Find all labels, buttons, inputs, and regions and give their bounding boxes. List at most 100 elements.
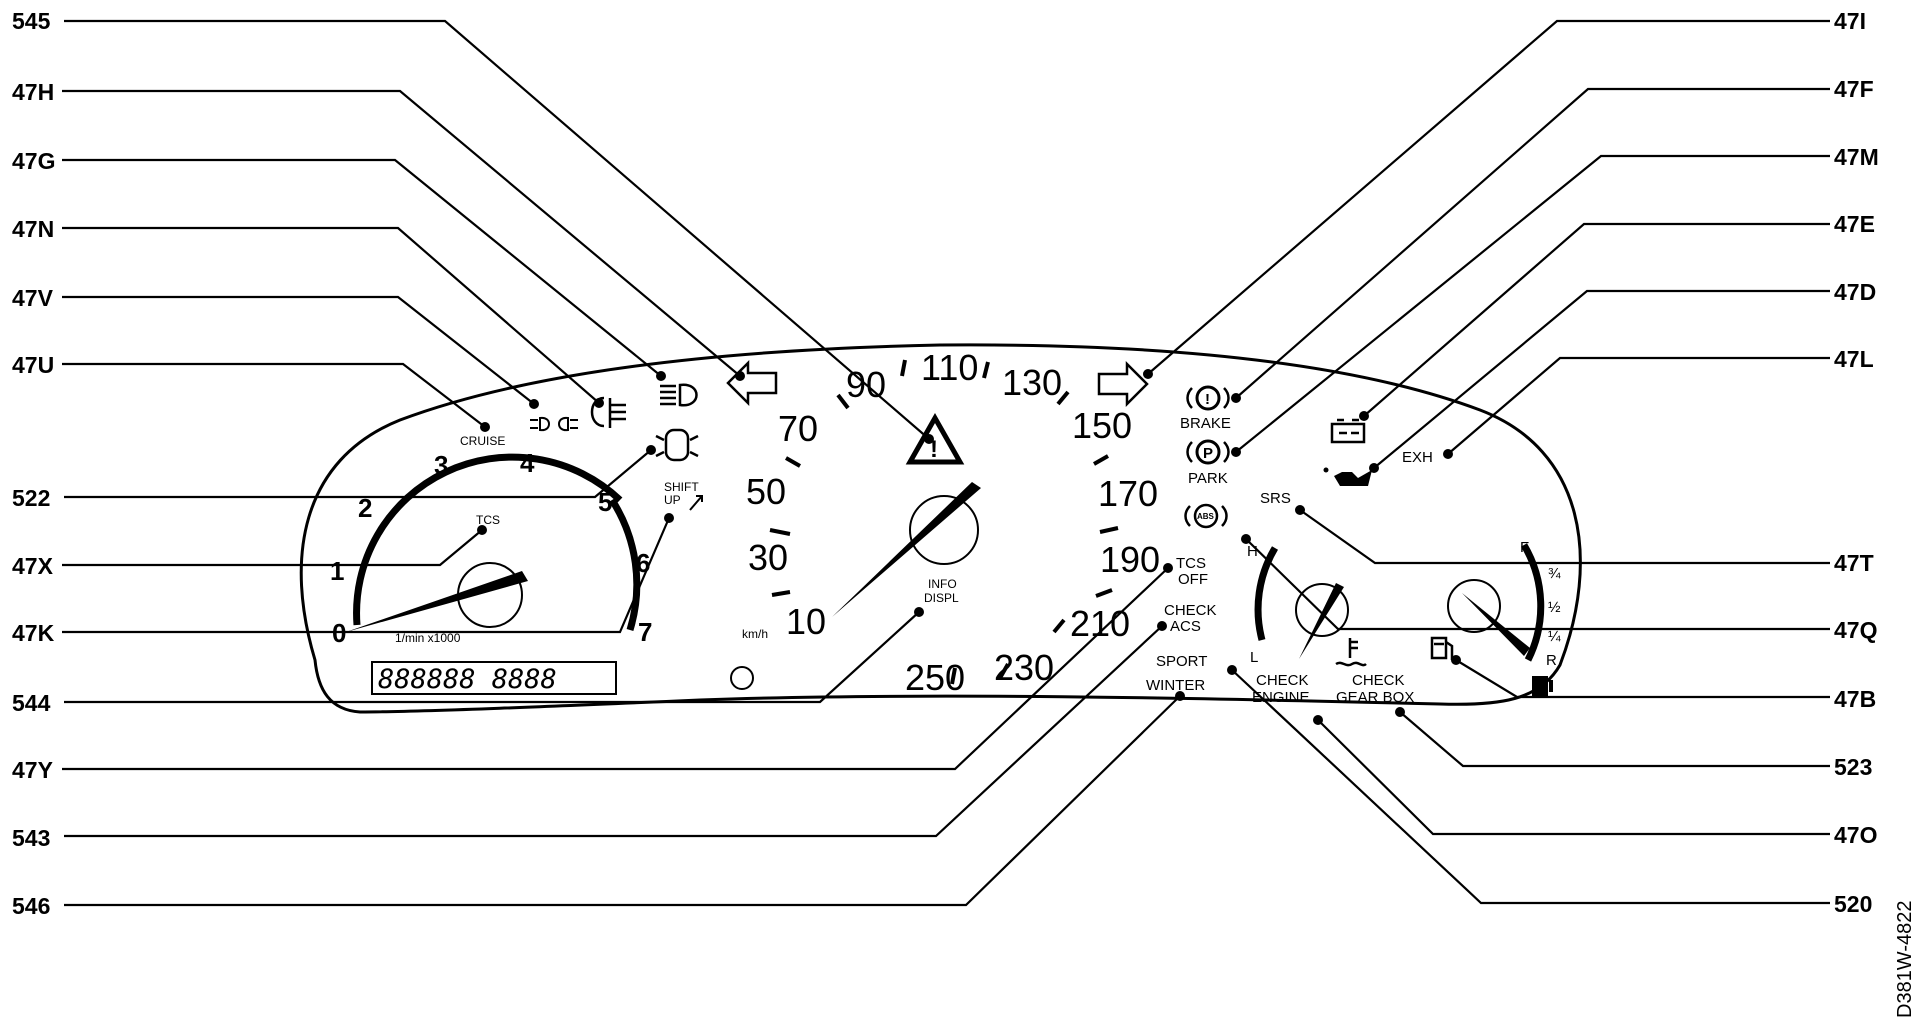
park-symbol: P xyxy=(1203,445,1213,462)
callout-47l: 47L xyxy=(1834,346,1874,372)
check-engine-line-1: CHECK xyxy=(1256,672,1309,689)
fuel-gauge: F ¾ ½ ¼ R xyxy=(1447,539,1561,669)
shift-up-arrow-icon xyxy=(689,495,703,511)
fuel-mark-quarter: ¼ xyxy=(1548,628,1561,645)
callout-543: 543 xyxy=(12,825,50,851)
speed-mark-130: 130 xyxy=(1002,362,1062,403)
speed-mark-30: 30 xyxy=(748,537,788,578)
speed-hub xyxy=(909,495,979,565)
fuel-mark-r: R xyxy=(1546,652,1557,669)
fuel-gauge-arc xyxy=(1520,543,1545,662)
fuel-mark-three-quarter: ¾ xyxy=(1548,565,1561,582)
callout-544: 544 xyxy=(12,690,51,716)
callouts-right: 47I 47F 47M 47E 47D 47L 47T 47Q 47B 523 … xyxy=(1834,8,1879,917)
speed-ticks xyxy=(769,359,1119,685)
tachometer-arc-red xyxy=(609,498,641,632)
srs-indicator: SRS xyxy=(1260,490,1291,507)
tach-needle xyxy=(346,571,528,632)
speed-mark-110: 110 xyxy=(921,347,978,388)
odometer-frame xyxy=(371,661,617,695)
exh-indicator: EXH xyxy=(1402,449,1433,466)
callout-47o: 47O xyxy=(1834,822,1877,848)
front-fog-icon xyxy=(530,416,578,432)
tach-mark-3: 3 xyxy=(434,450,448,480)
leader-47t xyxy=(1299,509,1830,565)
speed-mark-50: 50 xyxy=(746,471,786,512)
callout-47f: 47F xyxy=(1834,76,1874,102)
speed-needle xyxy=(832,482,981,617)
shift-up-line-2: UP xyxy=(664,493,681,507)
turn-left-arrow-icon xyxy=(726,359,778,407)
speed-mark-70: 70 xyxy=(778,408,818,449)
coolant-icon xyxy=(1335,638,1367,667)
speed-mark-210: 210 xyxy=(1070,603,1130,644)
cruise-indicator: CRUISE xyxy=(460,434,505,448)
hazard-warning-icon: ! xyxy=(905,412,965,465)
callout-47i: 47I xyxy=(1834,8,1866,34)
callout-47y: 47Y xyxy=(12,757,53,783)
leader-47x xyxy=(62,529,483,567)
speed-mark-170: 170 xyxy=(1098,473,1158,514)
tcs-indicator: TCS xyxy=(476,513,500,527)
door-open-icon xyxy=(655,428,699,462)
leader-47b xyxy=(1455,659,1830,699)
info-displ-line-1: INFO xyxy=(928,577,957,591)
tachometer-arc xyxy=(353,453,623,626)
leader-dots xyxy=(477,369,1461,725)
callout-47u: 47U xyxy=(12,352,54,378)
check-gear-box-line-1: CHECK xyxy=(1352,672,1405,689)
fuel-mark-f: F xyxy=(1520,539,1529,556)
leader-546 xyxy=(64,695,1181,907)
callout-47n: 47N xyxy=(12,216,54,242)
leader-545 xyxy=(64,19,930,440)
tach-mark-2: 2 xyxy=(358,493,372,523)
park-label: PARK xyxy=(1188,470,1228,487)
fuel-hub xyxy=(1447,579,1501,633)
leader-lines-right xyxy=(1147,19,1830,905)
temp-mark-h: H xyxy=(1247,543,1258,560)
fuel-pump-low-icon xyxy=(1532,676,1553,696)
temp-mark-l: L xyxy=(1250,649,1258,666)
callout-520: 520 xyxy=(1834,891,1872,917)
abs-warning-icon: ABS xyxy=(1184,503,1228,529)
leader-47m xyxy=(1235,154,1830,453)
callout-47x: 47X xyxy=(12,553,54,579)
brake-symbol: ! xyxy=(1205,391,1210,408)
leader-544 xyxy=(64,611,920,704)
callout-47k: 47K xyxy=(12,620,55,646)
callout-545: 545 xyxy=(12,8,51,34)
info-displ-line-2: DISPL xyxy=(924,591,959,605)
brake-label: BRAKE xyxy=(1180,415,1231,432)
temp-hub xyxy=(1295,583,1349,637)
speed-mark-230: 230 xyxy=(994,647,1054,688)
tach-mark-7: 7 xyxy=(638,617,652,647)
leader-520 xyxy=(1231,669,1830,905)
fuel-mark-half: ½ xyxy=(1548,599,1561,616)
callout-523: 523 xyxy=(1834,754,1872,780)
tach-mark-4: 4 xyxy=(520,448,535,478)
leader-47g xyxy=(62,158,662,377)
callouts-left: 545 47H 47G 47N 47V 47U 522 47X 47K 544 … xyxy=(12,8,55,919)
drawing-code-label: D381W-4822 xyxy=(1894,901,1916,1018)
sport-indicator: SPORT xyxy=(1156,653,1207,670)
leader-47k xyxy=(62,517,671,634)
leader-47u xyxy=(62,362,486,428)
leader-lines-left xyxy=(62,19,1181,907)
speed-mark-250: 250 xyxy=(905,657,965,698)
leader-522 xyxy=(64,449,652,499)
battery-icon xyxy=(1330,418,1366,444)
leader-543 xyxy=(64,625,1163,838)
leader-47e xyxy=(1363,222,1830,417)
speedometer: 10 30 50 70 90 110 130 150 170 190 210 2… xyxy=(742,347,1160,698)
speed-mark-190: 190 xyxy=(1100,539,1160,580)
callout-47g: 47G xyxy=(12,148,55,174)
check-acs-line-2: ACS xyxy=(1170,618,1201,635)
tach-mark-1: 1 xyxy=(330,556,344,586)
callout-47b: 47B xyxy=(1834,686,1876,712)
drawing-code: D381W-4822 xyxy=(1894,901,1916,1018)
callout-47d: 47D xyxy=(1834,279,1876,305)
winter-indicator: WINTER xyxy=(1146,677,1205,694)
leader-47n xyxy=(62,226,600,404)
tcs-off-line-2: OFF xyxy=(1178,571,1208,588)
